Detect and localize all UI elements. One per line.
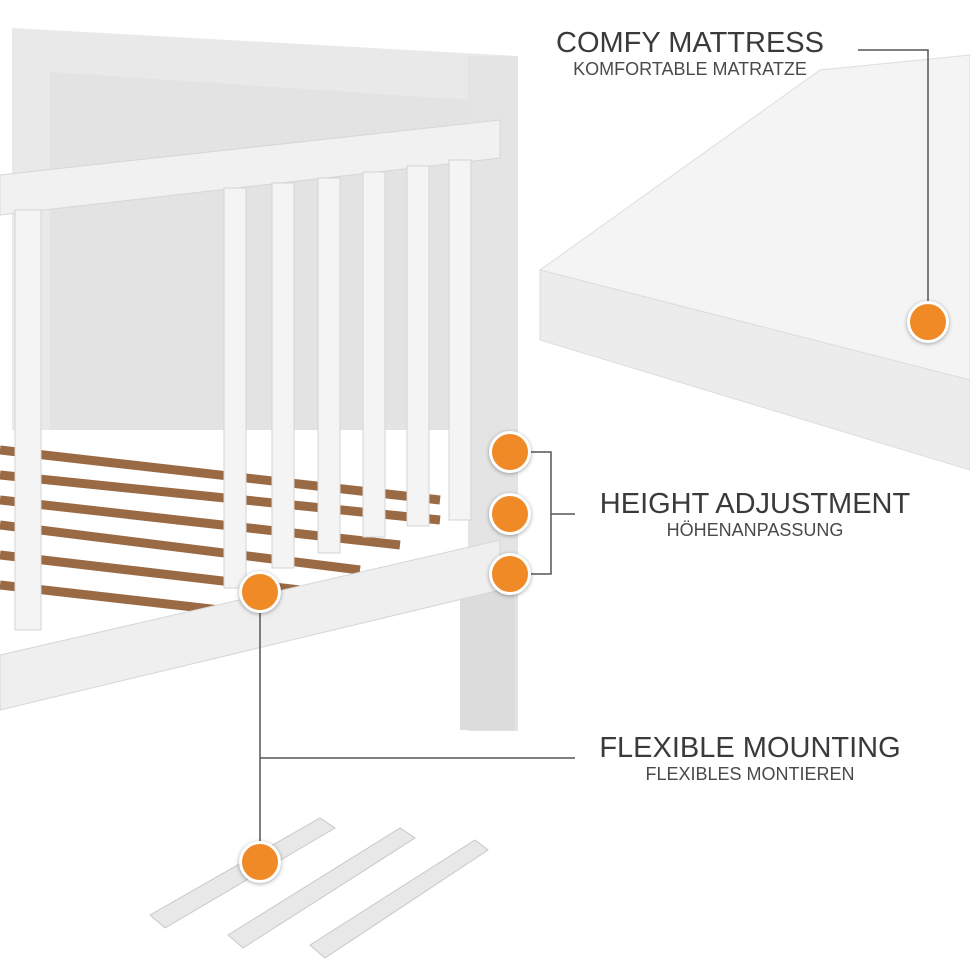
feature-height: HEIGHT ADJUSTMENT HÖHENANPASSUNG [580, 489, 930, 541]
spare-rails [149, 817, 489, 959]
hotspot-height-1[interactable] [489, 431, 531, 473]
hotspot-mattress[interactable] [907, 301, 949, 343]
callout-lines [259, 49, 929, 842]
feature-mounting: FLEXIBLE MOUNTING FLEXIBLES MONTIEREN [580, 733, 920, 785]
hotspot-mounting-parts[interactable] [239, 841, 281, 883]
bed-frame [0, 28, 518, 731]
feature-subtitle: FLEXIBLES MONTIEREN [645, 764, 855, 784]
feature-subtitle: KOMFORTABLE MATRATZE [573, 59, 807, 79]
hotspot-mounting-rail[interactable] [239, 571, 281, 613]
hotspot-height-3[interactable] [489, 553, 531, 595]
feature-title: FLEXIBLE MOUNTING [599, 732, 901, 764]
mattress-image [538, 54, 970, 471]
feature-title: COMFY MATTRESS [556, 27, 824, 59]
feature-mattress: COMFY MATTRESS KOMFORTABLE MATRATZE [540, 28, 840, 80]
hotspot-height-2[interactable] [489, 493, 531, 535]
feature-subtitle: HÖHENANPASSUNG [666, 520, 844, 540]
feature-title: HEIGHT ADJUSTMENT [599, 488, 911, 520]
